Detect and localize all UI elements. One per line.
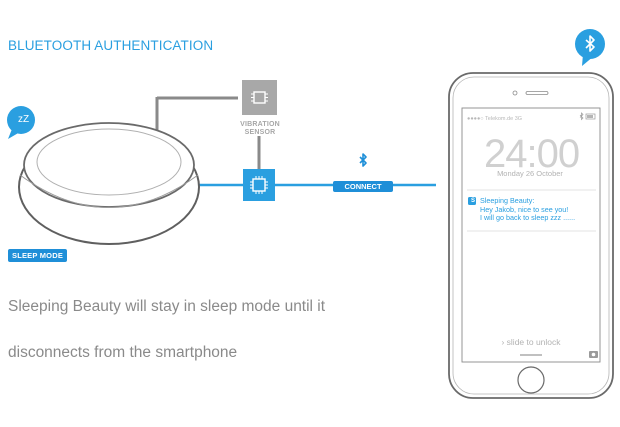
vibration-sensor-label-line2: SENSOR — [244, 129, 276, 136]
bluetooth-icon — [359, 153, 367, 167]
notification-line-2: I will go back to sleep zzz ...... — [480, 213, 576, 222]
page-title: BLUETOOTH AUTHENTICATION — [8, 38, 214, 53]
chip-icon — [243, 169, 275, 201]
phone-clock: 24:00 — [484, 132, 580, 176]
vibration-sensor-label: VIBRATION SENSOR — [228, 121, 292, 137]
bluetooth-bubble-icon — [575, 29, 605, 66]
sleep-mode-label: SLEEP MODE — [8, 249, 68, 262]
earpiece — [525, 91, 549, 95]
description-line-2: disconnects from the smartphone — [8, 344, 238, 361]
slide-to-unlock[interactable]: › slide to unlock — [501, 337, 561, 347]
vibration-sensor-chip — [242, 80, 277, 115]
camera-icon — [589, 351, 598, 358]
sleep-bubble-icon — [7, 106, 35, 139]
battery-icon — [585, 113, 596, 120]
phone-date: Monday 26 October — [497, 169, 563, 178]
phone-screen — [461, 107, 601, 363]
status-bluetooth-icon — [579, 112, 584, 121]
connect-label: CONNECT — [333, 181, 393, 192]
home-button[interactable] — [517, 366, 545, 394]
notification-title: Sleeping Beauty: — [480, 196, 535, 205]
vibration-sensor-label-line1: VIBRATION — [240, 121, 280, 128]
notification-app-badge — [468, 197, 476, 205]
sleep-bubble-text: zZ — [18, 114, 30, 125]
phone-carrier-status: ●●●●○ Telekom.de 3G — [467, 116, 523, 122]
sleep-device — [18, 122, 200, 245]
notification-line-1: Hey Jakob, nice to see you! — [480, 204, 569, 214]
smartphone — [448, 72, 614, 399]
notification-app-badge-letter: S — [470, 198, 475, 204]
front-camera — [512, 90, 518, 96]
description-line-1: Sleeping Beauty will stay in sleep mode … — [8, 298, 326, 315]
connection-lines — [155, 96, 436, 187]
notification-card[interactable]: Sleeping Beauty: Hey Jakob, nice to see … — [480, 196, 620, 223]
